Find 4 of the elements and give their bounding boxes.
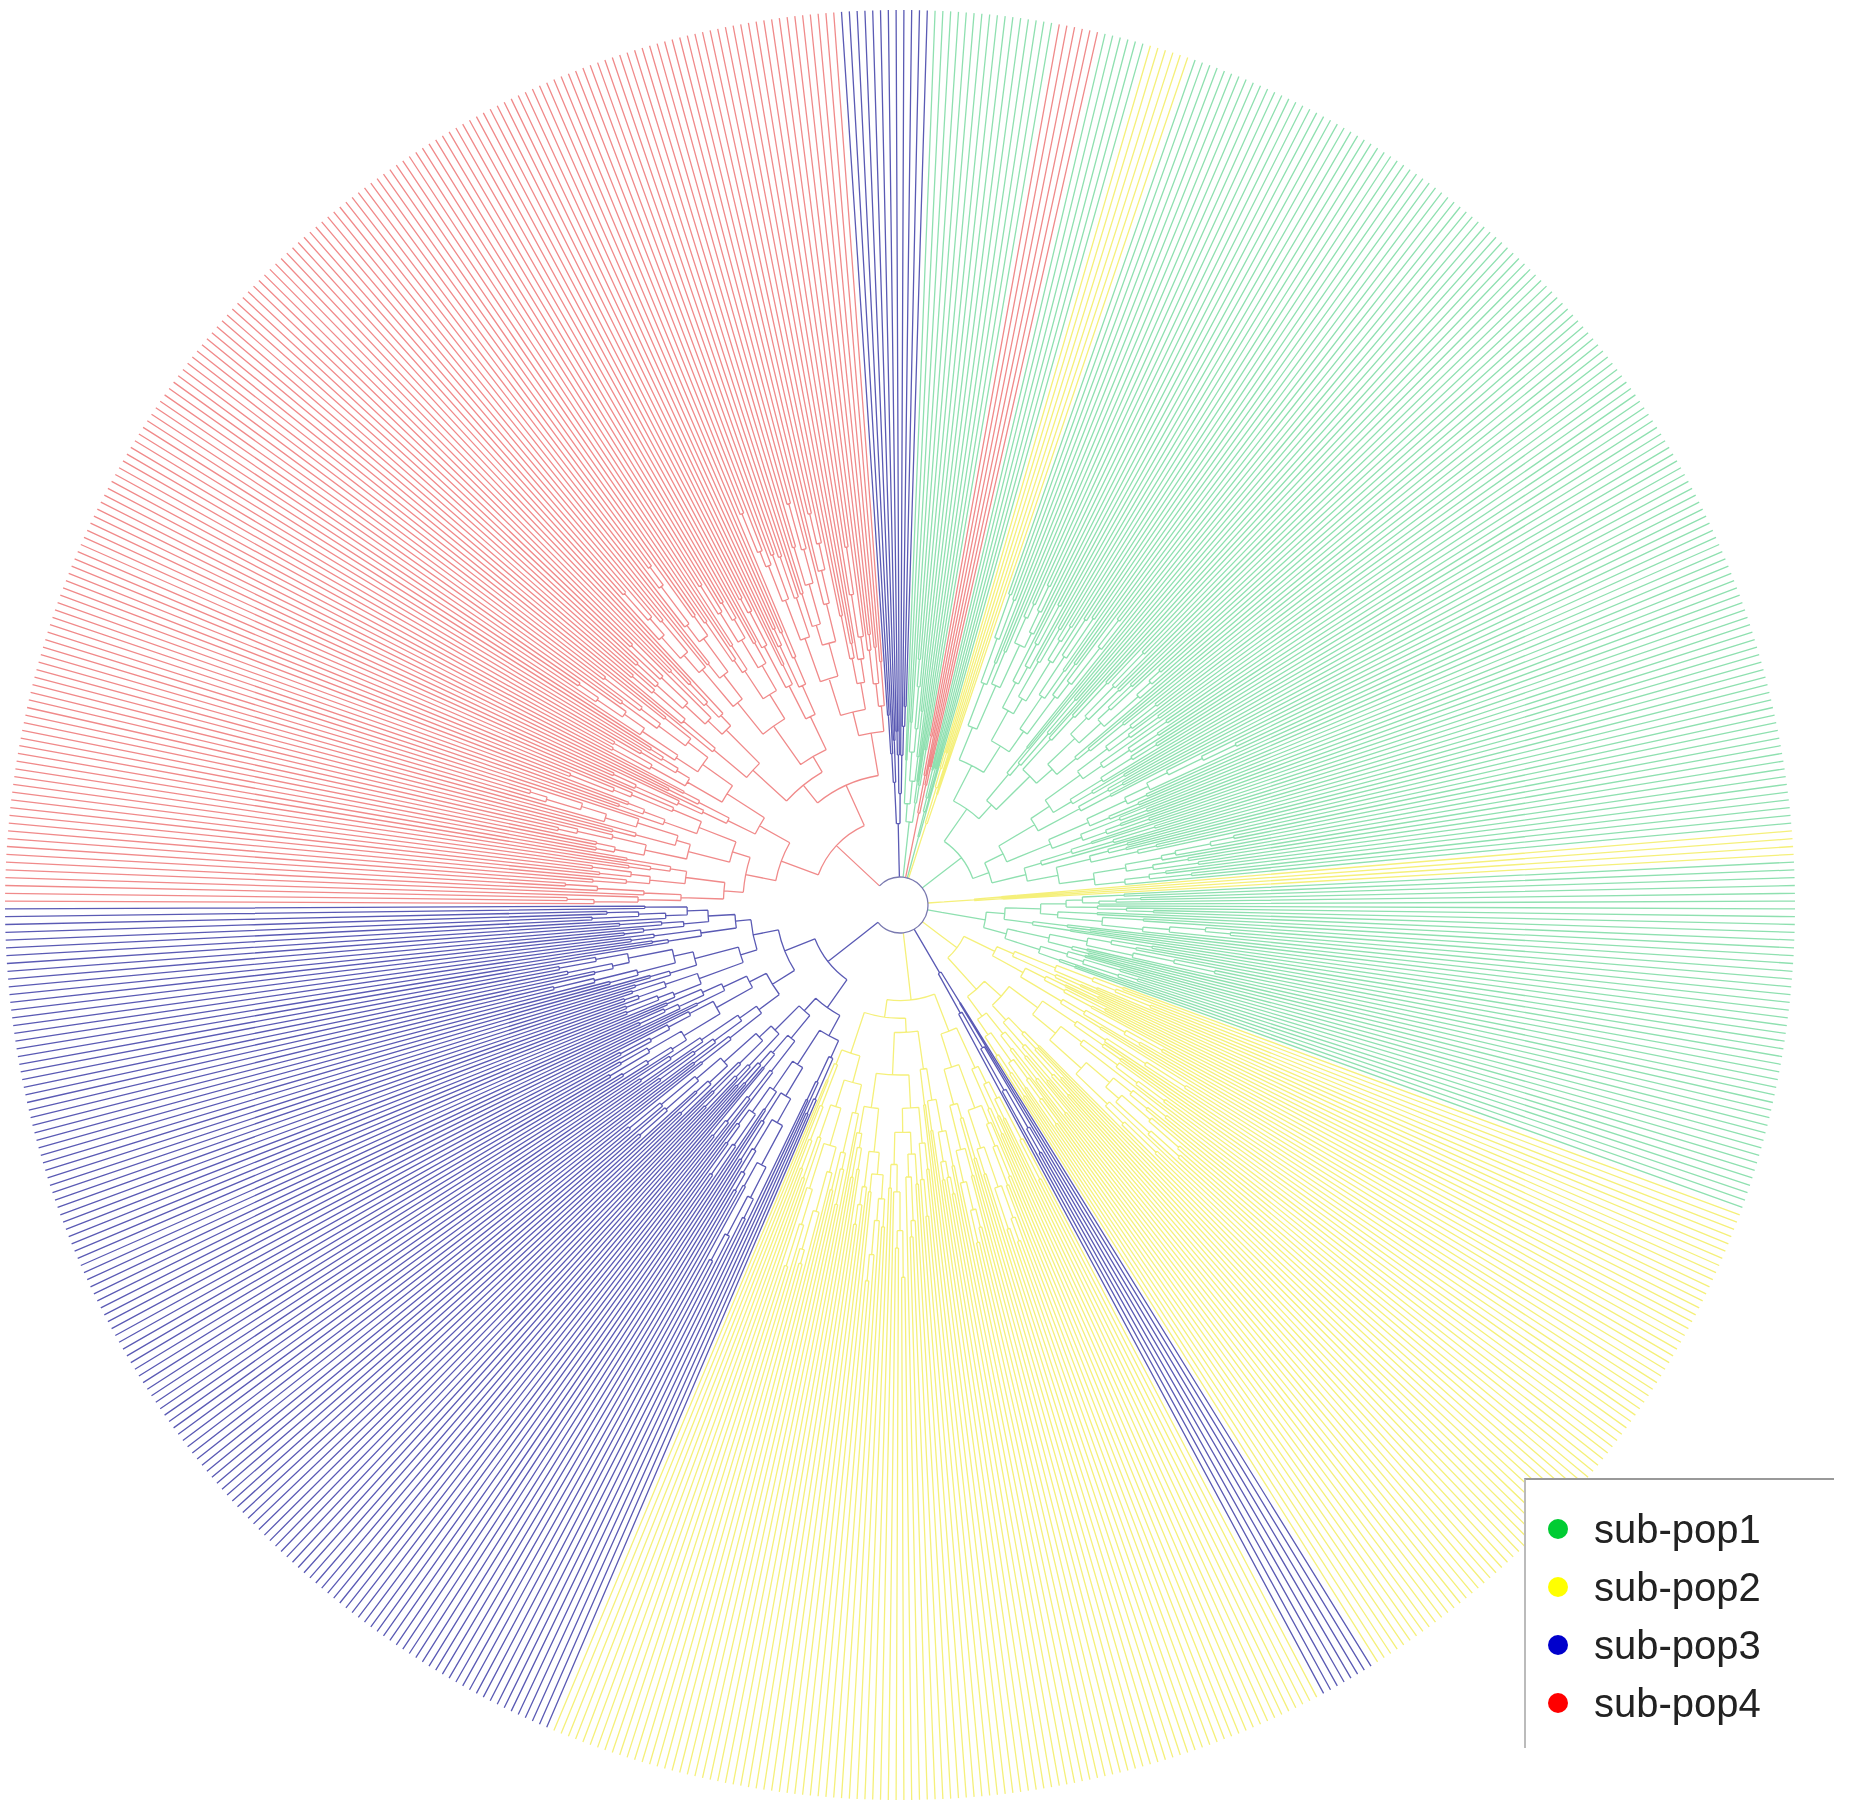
legend-label: sub-pop1 [1594,1506,1761,1552]
legend-label: sub-pop2 [1594,1564,1761,1610]
legend-label: sub-pop4 [1594,1680,1761,1726]
legend-label: sub-pop3 [1594,1622,1761,1668]
